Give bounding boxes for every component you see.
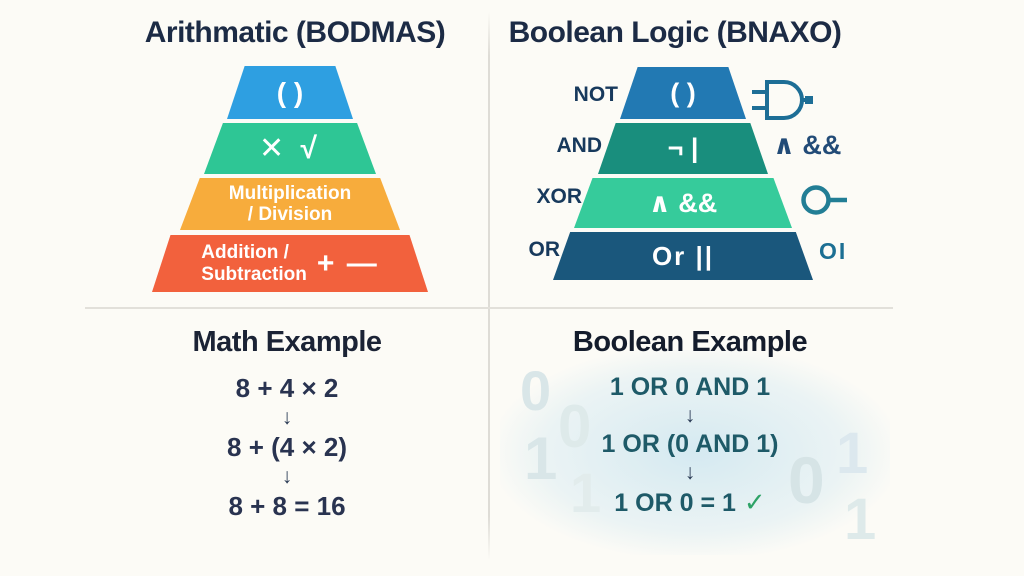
math-example-title: Math Example — [192, 326, 383, 358]
watermark-digit: 0 — [520, 359, 552, 422]
watermark-digit: 1 — [836, 421, 869, 486]
level-label: ¬ | — [667, 133, 699, 163]
boolean-level-not: ( ) — [620, 67, 746, 119]
level-label: Multiplication / Division — [229, 183, 351, 226]
level-label-line1: Addition / — [201, 242, 289, 264]
and-gate-icon — [750, 76, 814, 124]
level-label-line2: / Division — [247, 204, 333, 225]
boolean-step-3: 1 OR 0 = 1✓ — [490, 487, 890, 518]
plus-minus-symbols: + — — [316, 246, 379, 280]
or-operator-annotation: OI — [819, 238, 848, 264]
watermark-digit: 1 — [844, 487, 877, 552]
inverter-bubble-icon — [799, 181, 851, 221]
boolean-level-or: Or || — [553, 232, 813, 280]
level-content: Addition / Subtraction + — — [201, 242, 378, 285]
boolean-step-3-text: 1 OR 0 = 1 — [614, 489, 736, 517]
level-label: Addition / Subtraction — [201, 242, 307, 285]
level-label: ∧ && — [648, 187, 718, 218]
arithmetic-level-brackets: ( ) — [227, 66, 353, 119]
math-step-1: 8 + 4 × 2 — [235, 373, 339, 403]
side-label-and: AND — [556, 134, 603, 157]
boolean-step-1: 1 OR 0 AND 1 — [609, 373, 771, 401]
horizontal-divider — [85, 307, 893, 309]
down-arrow-icon: ↓ — [281, 465, 293, 488]
math-step-3: 8 + 8 = 16 — [228, 491, 346, 521]
level-label: ( ) — [276, 76, 304, 108]
boolean-title: Boolean Logic (BNAXO) — [508, 16, 842, 49]
watermark-digit: 0 — [788, 443, 825, 517]
arithmetic-title: Arithmatic (BODMAS) — [144, 16, 446, 49]
and-operator-annotation: ∧ && — [773, 130, 842, 160]
math-step-2: 8 + (4 × 2) — [227, 432, 347, 462]
down-arrow-icon: ↓ — [281, 406, 293, 429]
boolean-example: Boolean Example 1 OR 0 AND 1 ↓ 1 OR (0 A… — [490, 326, 890, 520]
watermark-digit: 1 — [524, 425, 558, 492]
vertical-divider — [488, 12, 490, 560]
boolean-level-xor: ∧ && — [574, 178, 792, 228]
arithmetic-level-orders: ✕ √ — [204, 123, 376, 174]
boolean-step-2: 1 OR (0 AND 1) — [601, 430, 779, 458]
watermark-digit: 1 — [570, 461, 602, 524]
arithmetic-level-addition-subtraction: Addition / Subtraction + — — [152, 235, 428, 292]
level-label: ✕ √ — [259, 132, 321, 165]
down-arrow-icon: ↓ — [684, 404, 696, 427]
math-example: Math Example 8 + 4 × 2 ↓ 8 + (4 × 2) ↓ 8… — [87, 326, 487, 524]
side-label-not: NOT — [573, 83, 618, 106]
level-label-line2: Subtraction — [201, 263, 307, 285]
level-label: ( ) — [670, 77, 696, 108]
boolean-level-and: ¬ | — [598, 123, 768, 174]
level-label: Or || — [651, 240, 715, 271]
down-arrow-icon: ↓ — [684, 461, 696, 484]
checkmark-icon: ✓ — [743, 487, 766, 517]
boolean-example-title: Boolean Example — [572, 326, 808, 358]
watermark-digit: 0 — [558, 393, 592, 460]
level-label-line1: Multiplication — [228, 182, 352, 204]
arithmetic-level-multiplication-division: Multiplication / Division — [180, 178, 400, 230]
side-label-xor: XOR — [536, 185, 582, 208]
side-label-or: OR — [528, 238, 561, 261]
boolean-example-backdrop — [500, 350, 890, 555]
